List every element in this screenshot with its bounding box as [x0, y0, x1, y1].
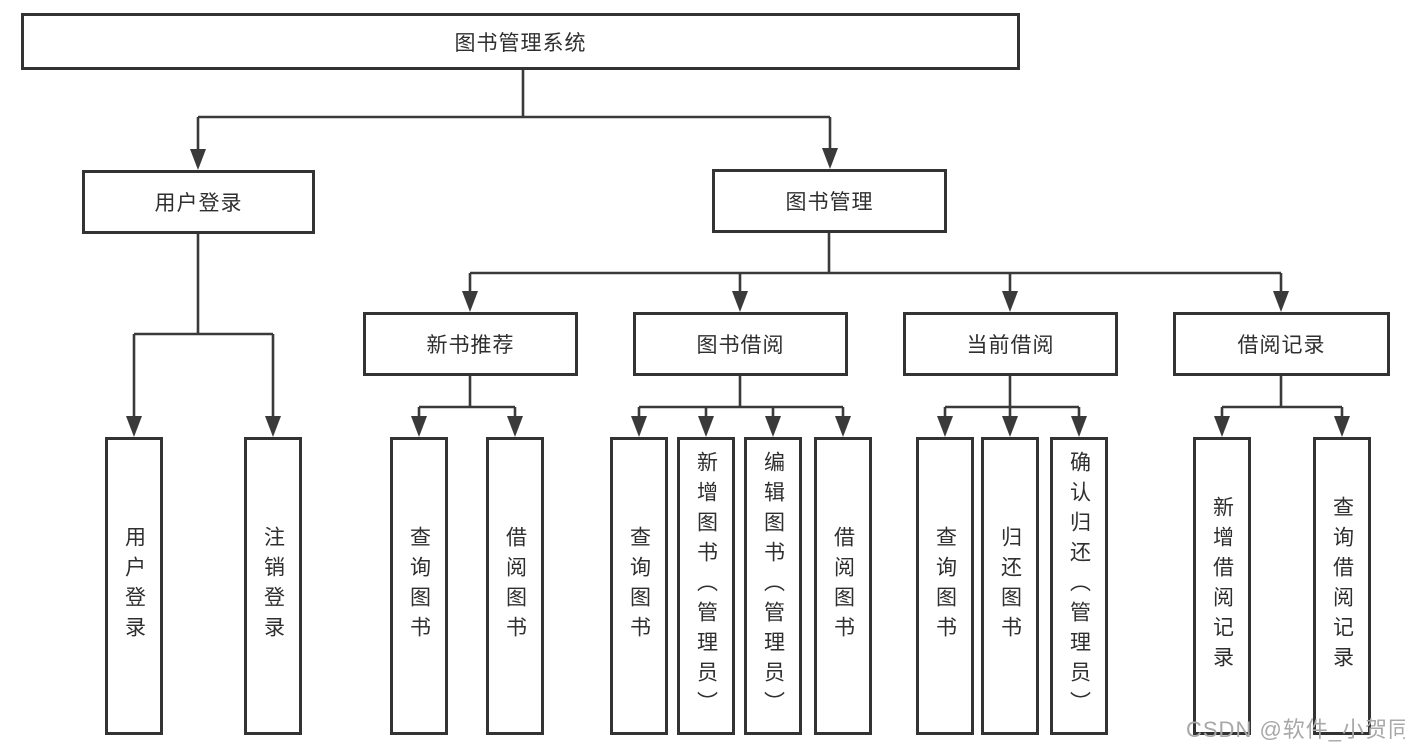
leaf-add-book-admin: 新增图书（管理员）	[677, 437, 735, 735]
node-label: 注销登录	[261, 526, 285, 646]
edge-records-to-leaves	[1214, 376, 1350, 437]
leaf-query-books-borrowing: 查询图书	[610, 437, 668, 735]
node-current-borrowing: 当前借阅	[903, 312, 1118, 376]
edge-root-to-level2	[190, 70, 838, 170]
node-label: 编辑图书（管理员）	[761, 451, 785, 721]
leaf-add-borrow-record: 新增借阅记录	[1193, 437, 1251, 735]
node-label: 借阅记录	[1237, 334, 1326, 357]
leaf-edit-book-admin: 编辑图书（管理员）	[744, 437, 802, 735]
node-label: 用户登录	[154, 192, 243, 215]
edge-book-mgmt-to-level3	[462, 233, 1289, 312]
node-label: 图书管理系统	[454, 31, 587, 55]
node-user-login: 用户登录	[82, 170, 315, 234]
node-label: 新书推荐	[426, 334, 515, 357]
node-label: 当前借阅	[966, 334, 1055, 357]
leaf-confirm-return-admin: 确认归还（管理员）	[1050, 437, 1108, 735]
node-label: 查询借阅记录	[1330, 496, 1354, 676]
leaf-borrow-books-borrowing: 借阅图书	[814, 437, 872, 735]
leaf-query-borrow-record: 查询借阅记录	[1313, 437, 1371, 735]
node-label: 查询图书	[627, 526, 651, 646]
node-label: 图书借阅	[696, 334, 785, 357]
node-label: 查询图书	[407, 526, 431, 646]
node-label: 图书管理	[785, 191, 874, 214]
node-library-management-system: 图书管理系统	[21, 13, 1020, 70]
leaf-query-books-recommend: 查询图书	[390, 437, 448, 735]
node-label: 新增图书（管理员）	[694, 451, 718, 721]
leaf-query-books-current: 查询图书	[916, 437, 974, 735]
node-label: 借阅图书	[503, 526, 527, 646]
node-new-book-recommendation: 新书推荐	[363, 312, 578, 376]
edge-newbook-to-leaves	[411, 376, 523, 437]
edge-current-to-leaves	[937, 376, 1087, 437]
node-label: 查询图书	[933, 526, 957, 646]
node-label: 确认归还（管理员）	[1067, 451, 1091, 721]
leaf-logout: 注销登录	[244, 437, 302, 735]
edge-borrowing-to-leaves	[631, 376, 851, 437]
edge-user-login-to-leaves	[126, 234, 281, 437]
node-label: 归还图书	[998, 526, 1022, 646]
node-book-management: 图书管理	[712, 169, 947, 233]
node-borrowing-records: 借阅记录	[1173, 312, 1390, 376]
leaf-borrow-books-recommend: 借阅图书	[486, 437, 544, 735]
node-book-borrowing: 图书借阅	[633, 312, 848, 376]
csdn-watermark: CSDN @软件_小贺同学	[1186, 717, 1405, 742]
leaf-return-book: 归还图书	[981, 437, 1039, 735]
leaf-user-login: 用户登录	[105, 437, 163, 735]
node-label: 用户登录	[122, 526, 146, 646]
node-label: 新增借阅记录	[1210, 496, 1234, 676]
node-label: 借阅图书	[831, 526, 855, 646]
